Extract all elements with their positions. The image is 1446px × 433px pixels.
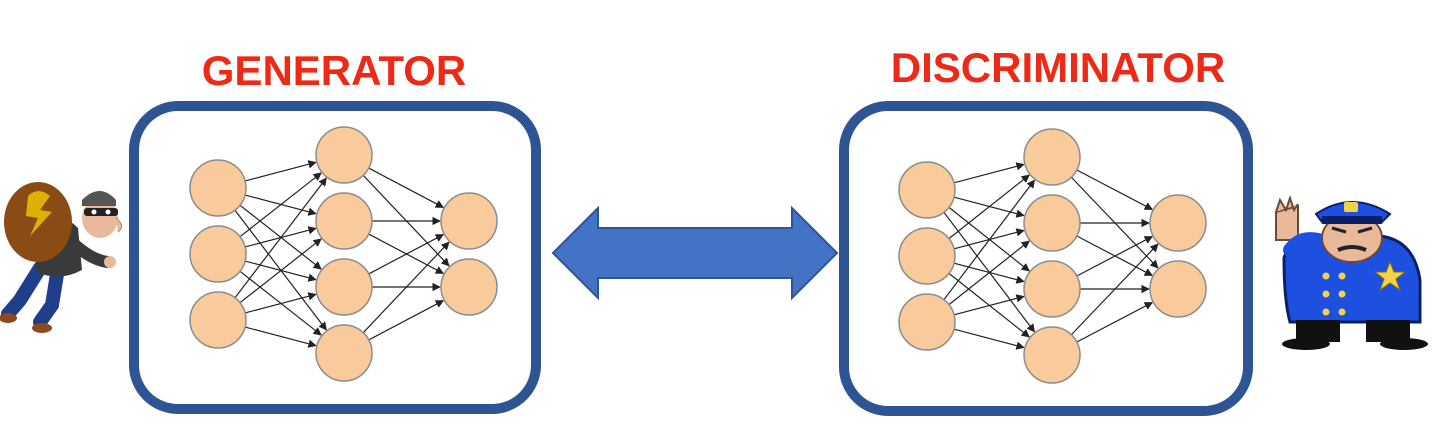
discriminator-neuron-l1-n2 — [898, 227, 956, 285]
generator-neuron-l3-n1 — [440, 192, 498, 250]
generator-neuron-l2-n2 — [315, 192, 373, 250]
generator-neuron-l1-n1 — [189, 159, 247, 217]
generator-connections — [234, 160, 450, 348]
discriminator-neuron-l3-n1 — [1149, 194, 1207, 252]
generator-title: GENERATOR — [202, 47, 466, 94]
generator-neuron-l2-n1 — [315, 126, 373, 184]
discriminator-title: DISCRIMINATOR — [891, 44, 1225, 91]
discriminator-connection — [953, 162, 1025, 184]
generator-neuron-l2-n3 — [315, 258, 373, 316]
generator-neuron-l2-n4 — [315, 324, 373, 382]
discriminator-connection — [953, 328, 1025, 350]
discriminator-neuron-l2-n1 — [1023, 128, 1081, 186]
generator-connection — [244, 326, 317, 348]
generator-neuron-l3-n2 — [440, 258, 498, 316]
thief-icon — [0, 182, 122, 333]
generator-connection — [239, 172, 322, 238]
discriminator-connection — [1070, 243, 1159, 336]
discriminator-connections — [943, 162, 1159, 350]
discriminator-neuron-l2-n4 — [1023, 326, 1081, 384]
discriminator-neuron-l1-n3 — [898, 293, 956, 351]
bidirectional-arrow — [551, 205, 839, 301]
generator-neuron-l1-n3 — [189, 291, 247, 349]
discriminator-neuron-l1-n1 — [898, 161, 956, 219]
discriminator-connection — [948, 174, 1030, 240]
discriminator-connection — [1076, 301, 1154, 343]
generator-connection — [244, 160, 317, 182]
generator-connection — [244, 292, 317, 314]
generator-connection — [368, 300, 445, 341]
generator-connection — [234, 177, 327, 299]
generator-connection — [239, 238, 322, 304]
generator-connection — [368, 234, 445, 275]
generator-connection — [362, 241, 450, 334]
discriminator-connection — [943, 179, 1035, 301]
discriminator-connection — [1076, 169, 1154, 211]
discriminator-neurons — [898, 128, 1207, 384]
discriminator-connection — [1076, 235, 1154, 277]
discriminator-neuron-l2-n2 — [1023, 194, 1081, 252]
police-officer-icon — [1275, 194, 1428, 350]
discriminator-connection — [953, 294, 1025, 316]
generator-neurons — [189, 126, 498, 382]
generator-neuron-l1-n2 — [189, 225, 247, 283]
discriminator-neuron-l2-n3 — [1023, 260, 1081, 318]
discriminator-neuron-l3-n2 — [1149, 260, 1207, 318]
generator-connection — [368, 167, 445, 208]
discriminator-connection — [948, 240, 1030, 306]
